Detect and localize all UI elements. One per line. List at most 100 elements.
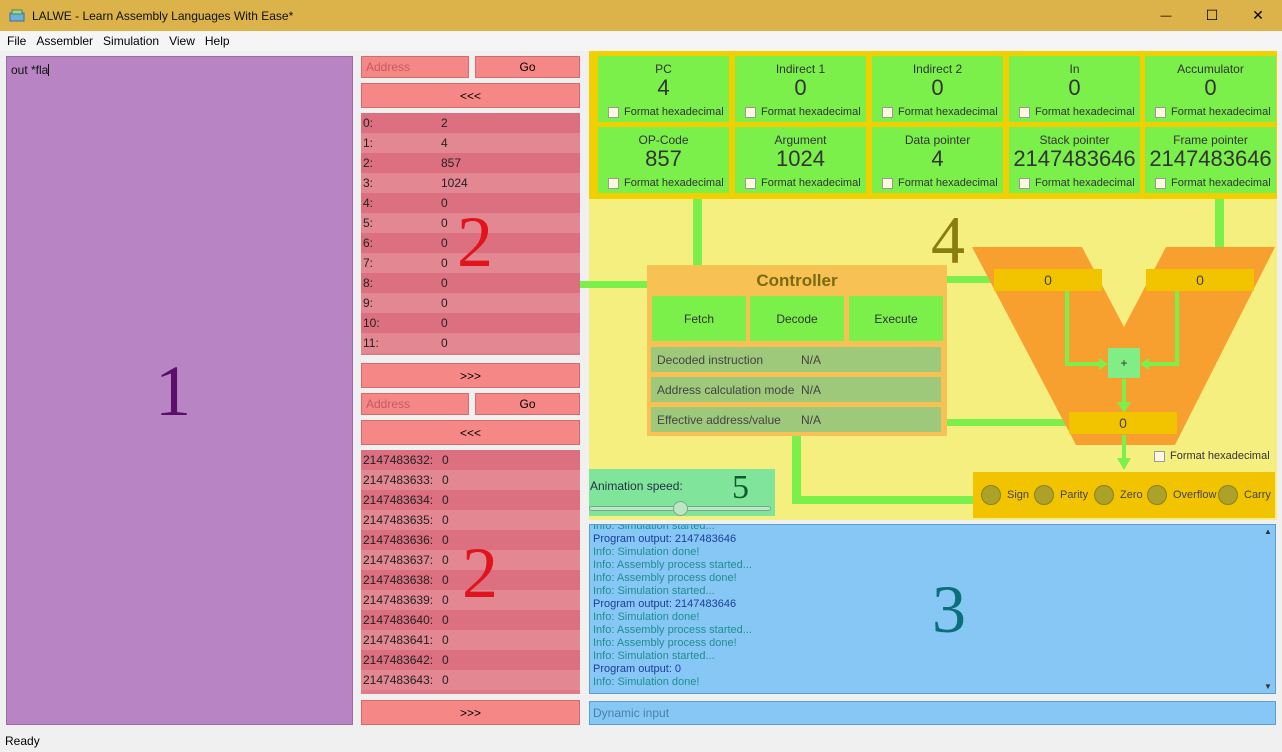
status-text: Ready: [5, 734, 40, 748]
hex-checkbox[interactable]: [1019, 106, 1030, 118]
hex-label: Format hexadecimal: [1171, 106, 1271, 118]
memory-value: 2: [441, 116, 448, 130]
register-value: 1024: [776, 146, 825, 171]
memory-panel-main: Go <<< 0:21:42:8573:10244:05:06:07:08:09…: [361, 56, 580, 388]
register-value: 2147483646: [1149, 146, 1272, 171]
register-hex-toggle[interactable]: Format hexadecimal: [1019, 177, 1135, 189]
acc-wire: [1215, 199, 1224, 268]
flag-label: Sign: [1007, 489, 1030, 501]
flag-led-icon: [1218, 485, 1238, 505]
memory-panel-stack: Go <<< 2147483632:02147483633:0214748363…: [361, 393, 580, 725]
decoded-instruction-row: Decoded instruction N/A: [651, 347, 941, 372]
alu-shape: [972, 247, 1275, 447]
animation-speed-slider[interactable]: [673, 501, 688, 516]
stack-row: 2147483640:0: [361, 610, 580, 630]
hex-checkbox[interactable]: [882, 106, 893, 118]
register-hex-toggle[interactable]: Format hexadecimal: [882, 177, 998, 189]
hex-checkbox[interactable]: [608, 106, 619, 118]
flag-label: Zero: [1120, 489, 1143, 501]
stack-address: 2147483638:: [363, 573, 434, 587]
menu-view[interactable]: View: [169, 34, 195, 48]
stack-address: 2147483637:: [363, 553, 434, 567]
register-name: Data pointer: [904, 133, 971, 147]
code-editor[interactable]: out *fla 1: [6, 56, 353, 725]
memory-next-button[interactable]: >>>: [361, 363, 580, 388]
code-text[interactable]: out *fla: [11, 63, 50, 77]
hex-checkbox[interactable]: [608, 177, 619, 189]
register-hex-toggle[interactable]: Format hexadecimal: [608, 177, 724, 189]
menu-assembler[interactable]: Assembler: [36, 34, 94, 48]
memory-row: 0:2: [361, 113, 580, 133]
stack-row: 2147483638:0: [361, 570, 580, 590]
decode-step: Decode: [750, 296, 844, 341]
hex-checkbox[interactable]: [882, 177, 893, 189]
memory-value: 0: [441, 336, 448, 350]
stack-next-button[interactable]: >>>: [361, 700, 580, 725]
register-hex-toggle[interactable]: Format hexadecimal: [882, 106, 998, 118]
alu-hex-checkbox[interactable]: [1154, 450, 1165, 462]
hex-checkbox[interactable]: [1019, 177, 1030, 189]
register-hex-toggle[interactable]: Format hexadecimal: [745, 177, 861, 189]
minimize-button[interactable]: —: [1143, 0, 1189, 31]
register-hex-toggle[interactable]: Format hexadecimal: [745, 106, 861, 118]
scroll-up-icon[interactable]: ▲: [1264, 527, 1272, 536]
hex-checkbox[interactable]: [1155, 106, 1166, 118]
menu-simulation[interactable]: Simulation: [103, 34, 160, 48]
dynamic-input[interactable]: [589, 701, 1276, 725]
memory-value: 0: [441, 276, 448, 290]
memory-go-button[interactable]: Go: [475, 56, 580, 78]
stack-address: 2147483633:: [363, 473, 434, 487]
console-scrollbar[interactable]: ▲ ▼: [1261, 525, 1275, 693]
title-bar: LALWE - Learn Assembly Languages With Ea…: [0, 0, 1282, 31]
register-hex-toggle[interactable]: Format hexadecimal: [1019, 106, 1135, 118]
maximize-button[interactable]: ☐: [1189, 0, 1235, 31]
register-hex-toggle[interactable]: Format hexadecimal: [608, 106, 724, 118]
stack-address: 2147483641:: [363, 633, 434, 647]
output-console[interactable]: Info: Simulation started...Program outpu…: [589, 524, 1276, 694]
close-button[interactable]: ✕: [1235, 0, 1281, 31]
stack-row: 2147483633:0: [361, 470, 580, 490]
stack-address: 2147483632:: [363, 453, 434, 467]
alu-a-wire: [947, 276, 993, 283]
register-name: Stack pointer: [1039, 133, 1110, 147]
menu-file[interactable]: File: [7, 34, 27, 48]
memory-address-input[interactable]: [361, 56, 469, 78]
memory-address: 6:: [363, 236, 374, 250]
register-value: 0: [931, 75, 944, 100]
memory-value: 857: [441, 156, 462, 170]
memory-value: 0: [441, 236, 448, 250]
stack-address: 2147483642:: [363, 653, 434, 667]
hex-label: Format hexadecimal: [761, 106, 861, 118]
scroll-down-icon[interactable]: ▼: [1264, 682, 1272, 691]
controller-panel: Controller Fetch Decode Execute Decoded …: [647, 265, 947, 436]
hex-checkbox[interactable]: [745, 177, 756, 189]
stack-value: 0: [442, 633, 449, 647]
stack-value: 0: [442, 593, 449, 607]
register-hex-toggle[interactable]: Format hexadecimal: [1155, 177, 1271, 189]
hex-checkbox[interactable]: [745, 106, 756, 118]
memory-value: 4: [441, 136, 448, 150]
stack-go-button[interactable]: Go: [475, 393, 580, 415]
alu-out-wire: [947, 419, 1069, 426]
register-hex-toggle[interactable]: Format hexadecimal: [1155, 106, 1271, 118]
stack-address: 2147483634:: [363, 493, 434, 507]
alu-hex-toggle[interactable]: Format hexadecimal: [1154, 450, 1270, 462]
hex-checkbox[interactable]: [1155, 177, 1166, 189]
stack-address: 2147483640:: [363, 613, 434, 627]
console-line: Program output: 0: [593, 663, 682, 675]
console-line: Info: Assembly process done!: [593, 637, 737, 649]
panel-number-5: 5: [732, 469, 749, 506]
memory-address: 8:: [363, 276, 374, 290]
stack-prev-button[interactable]: <<<: [361, 420, 580, 445]
hex-label: Format hexadecimal: [898, 177, 998, 189]
menu-help[interactable]: Help: [204, 34, 230, 48]
stack-address-input[interactable]: [361, 393, 469, 415]
memory-prev-button[interactable]: <<<: [361, 83, 580, 108]
hex-label: Format hexadecimal: [1171, 177, 1271, 189]
animation-speed-label: Animation speed:: [590, 479, 683, 493]
memory-value: 0: [441, 316, 448, 330]
